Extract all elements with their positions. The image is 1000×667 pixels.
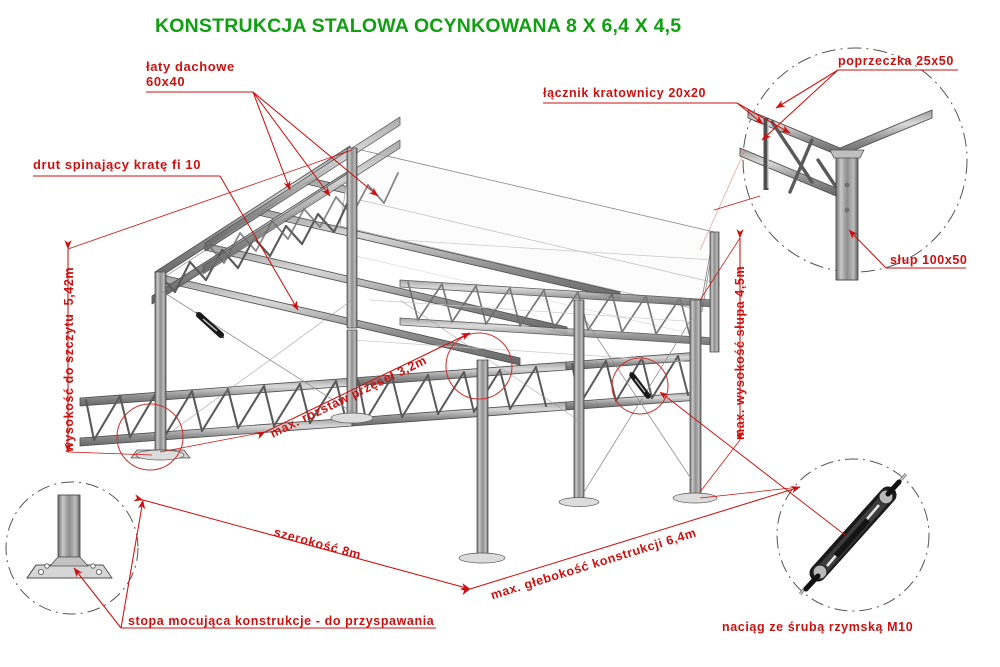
turnbuckle-marker-circle bbox=[611, 357, 669, 415]
dimension-ridge-height: wysokość do szczytu 5,42m bbox=[62, 266, 76, 452]
truss-rear-long bbox=[399, 279, 715, 346]
marker-circles bbox=[116, 332, 669, 471]
callout-crossbar: poprzeczka 25x50 bbox=[838, 54, 954, 68]
dimension-column-height: max. wysokość słupa 4,5m bbox=[733, 265, 747, 440]
truss-column-joint-detail bbox=[739, 47, 968, 281]
turnbuckle-detail bbox=[776, 458, 930, 612]
dimension-lines bbox=[64, 149, 801, 596]
callout-roof-battens: łaty dachowe 60x40 bbox=[146, 59, 235, 89]
base-marker-circle bbox=[116, 403, 184, 471]
steel-structure-3d bbox=[79, 116, 721, 564]
callout-bracing-wire: drut spinający kratę fi 10 bbox=[33, 157, 202, 172]
turnbuckle-on-frame-right bbox=[629, 371, 651, 399]
callout-truss-connector: łącznik kratownicy 20x20 bbox=[543, 86, 707, 100]
base-plate-detail bbox=[5, 481, 139, 615]
turnbuckle-on-frame-left bbox=[195, 311, 225, 339]
annotation-leaders bbox=[33, 69, 966, 629]
page-title: KONSTRUKCJA STALOWA OCYNKOWANA 8 X 6,4 X… bbox=[155, 15, 682, 37]
callout-column: słup 100x50 bbox=[890, 253, 968, 267]
callout-base-plate: stopa mocująca konstrukcje - do przyspaw… bbox=[128, 614, 435, 628]
truss-bay-4 bbox=[565, 351, 701, 411]
callout-turnbuckle: naciąg ze śrubą rzymską M10 bbox=[722, 620, 914, 634]
